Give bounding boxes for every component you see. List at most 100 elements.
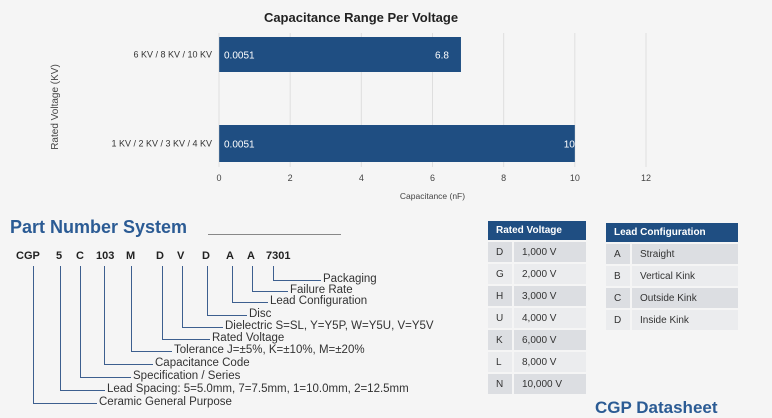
connector-line <box>104 266 105 364</box>
part-description: Lead Spacing: 5=5.0mm, 7=7.5mm, 1=10.0mm… <box>107 383 409 395</box>
part-code: 103 <box>96 250 115 262</box>
datasheet-title: CGP Datasheet <box>595 398 718 417</box>
title-rule <box>208 234 341 235</box>
part-description: Tolerance J=±5%, K=±10%, M=±20% <box>174 344 365 356</box>
code-cell: D <box>606 310 630 330</box>
connector-line <box>232 266 233 302</box>
value-cell: Inside Kink <box>632 310 738 330</box>
connector-line <box>60 266 61 390</box>
connector-line <box>207 266 208 315</box>
value-cell: 4,000 V <box>514 308 586 328</box>
part-description: Specification / Series <box>133 370 241 382</box>
bar-min-label: 0.0051 <box>224 51 255 62</box>
connector-line <box>60 390 105 391</box>
code-cell: D <box>488 242 512 262</box>
part-code: A <box>226 250 234 262</box>
value-cell: Vertical Kink <box>632 266 738 286</box>
part-description: Ceramic General Purpose <box>99 396 232 408</box>
part-description: Capacitance Code <box>155 357 250 369</box>
part-code: 7301 <box>266 250 291 262</box>
part-code: CGP <box>16 250 40 262</box>
y-tick-label: 6 KV / 8 KV / 10 KV <box>133 50 212 60</box>
code-cell: U <box>488 308 512 328</box>
connector-line <box>273 266 274 280</box>
code-cell: G <box>488 264 512 284</box>
part-code: 5 <box>56 250 63 262</box>
code-cell: L <box>488 352 512 372</box>
connector-line <box>162 266 163 339</box>
bar <box>219 125 575 162</box>
connector-line <box>182 266 183 327</box>
value-cell: 8,000 V <box>514 352 586 372</box>
bar-max-label: 6.8 <box>435 51 449 62</box>
x-tick-label: 10 <box>570 173 580 183</box>
connector-line <box>232 302 268 303</box>
connector-line <box>80 377 131 378</box>
connector-line <box>33 266 34 403</box>
part-code: D <box>202 250 210 262</box>
capacitance-chart: Capacitance Range Per Voltage 0 2 4 6 8 10 12Ca… <box>50 10 651 201</box>
value-cell: 1,000 V <box>514 242 586 262</box>
x-tick-label: 2 <box>288 173 293 183</box>
part-description: Failure Rate <box>290 284 353 296</box>
part-description: Lead Configuration <box>270 295 368 307</box>
x-tick-label: 8 <box>501 173 506 183</box>
x-axis-label: Capacitance (nF) <box>400 191 465 201</box>
value-cell: Outside Kink <box>632 288 738 308</box>
x-tick-label: 0 <box>216 173 221 183</box>
part-code: A <box>247 250 255 262</box>
bar-min-label: 0.0051 <box>224 140 255 151</box>
code-cell: N <box>488 374 512 394</box>
code-cell: H <box>488 286 512 306</box>
connector-line <box>104 364 153 365</box>
connector-line <box>33 403 97 404</box>
part-description: Dielectric S=SL, Y=Y5P, W=Y5U, V=Y5V <box>225 320 434 332</box>
part-description: Rated Voltage <box>212 332 285 344</box>
rated-voltage-header: Rated Voltage <box>488 221 586 240</box>
connector-line <box>252 266 253 291</box>
connector-line <box>131 351 172 352</box>
value-cell: 10,000 V <box>514 374 586 394</box>
connector-line <box>252 291 288 292</box>
value-cell: 6,000 V <box>514 330 586 350</box>
value-cell: 2,000 V <box>514 264 586 284</box>
lead-config-header: Lead Configuration <box>606 223 738 242</box>
x-tick-label: 12 <box>641 173 651 183</box>
y-tick-label: 1 KV / 2 KV / 3 KV / 4 KV <box>111 139 212 149</box>
chart-title: Capacitance Range Per Voltage <box>264 10 458 25</box>
part-code: V <box>177 250 185 262</box>
part-description: Disc <box>249 308 272 320</box>
y-axis-label: Rated Voltage (KV) <box>50 64 61 150</box>
code-cell: C <box>606 288 630 308</box>
connector-line <box>207 315 247 316</box>
x-tick-label: 6 <box>430 173 435 183</box>
connector-line <box>162 339 210 340</box>
code-cell: A <box>606 244 630 264</box>
part-code: C <box>76 250 84 262</box>
part-code: M <box>126 250 136 262</box>
value-cell: Straight <box>632 244 738 264</box>
connector-line <box>182 327 223 328</box>
code-cell: K <box>488 330 512 350</box>
x-tick-label: 4 <box>359 173 364 183</box>
connector-line <box>131 266 132 351</box>
bar <box>219 37 461 72</box>
bar-max-label: 10 <box>564 140 576 151</box>
part-description: Packaging <box>323 273 377 285</box>
part-code: D <box>156 250 164 262</box>
part-number-title: Part Number System <box>10 217 188 237</box>
value-cell: 3,000 V <box>514 286 586 306</box>
